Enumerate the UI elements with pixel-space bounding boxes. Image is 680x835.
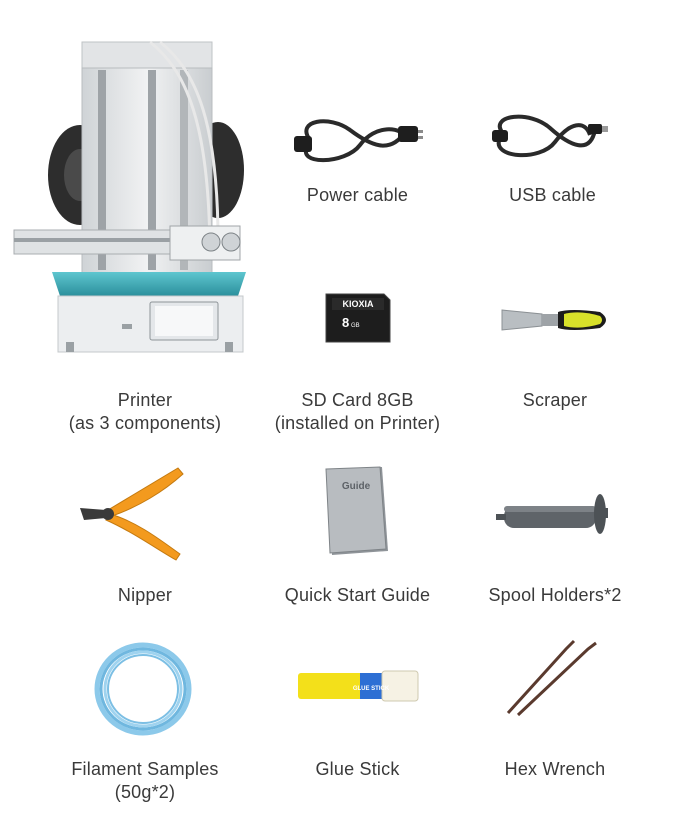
sd-capacity-unit-text: GB	[351, 323, 360, 329]
sd-brand-text: KIOXIA	[342, 299, 374, 309]
sd-card-icon: KIOXIA 8 GB	[322, 290, 392, 345]
glue-stick-icon: GLUE STICK	[296, 665, 421, 707]
filament-label: Filament Samples(50g*2)	[71, 759, 219, 802]
hex-wrench-icon	[500, 635, 610, 720]
spool-holder-icon	[496, 488, 611, 540]
hex-wrench-label: Hex Wrench	[504, 759, 606, 779]
sd-card-label: SD Card 8GB(installed on Printer)	[274, 390, 441, 433]
spool-holders-label: Spool Holders*2	[488, 585, 622, 605]
printer-label: Printer(as 3 components)	[68, 390, 222, 433]
glue-stick-text: GLUE STICK	[353, 686, 390, 692]
nipper-icon	[78, 462, 188, 562]
guide-booklet-icon: Guide	[322, 465, 392, 557]
sd-capacity-text: 8	[342, 315, 349, 330]
usb-cable-icon	[490, 110, 610, 165]
guide-cover-text: Guide	[342, 481, 371, 492]
nipper-label: Nipper	[117, 585, 173, 605]
printer-icon	[10, 40, 265, 360]
power-cable-label: Power cable	[306, 185, 409, 205]
filament-coil-icon	[93, 642, 193, 737]
scraper-label: Scraper	[522, 390, 588, 410]
glue-stick-label: Glue Stick	[315, 759, 400, 779]
guide-label: Quick Start Guide	[284, 585, 431, 605]
scraper-icon	[500, 300, 615, 340]
usb-cable-label: USB cable	[509, 185, 596, 205]
power-cable-icon	[290, 110, 425, 170]
